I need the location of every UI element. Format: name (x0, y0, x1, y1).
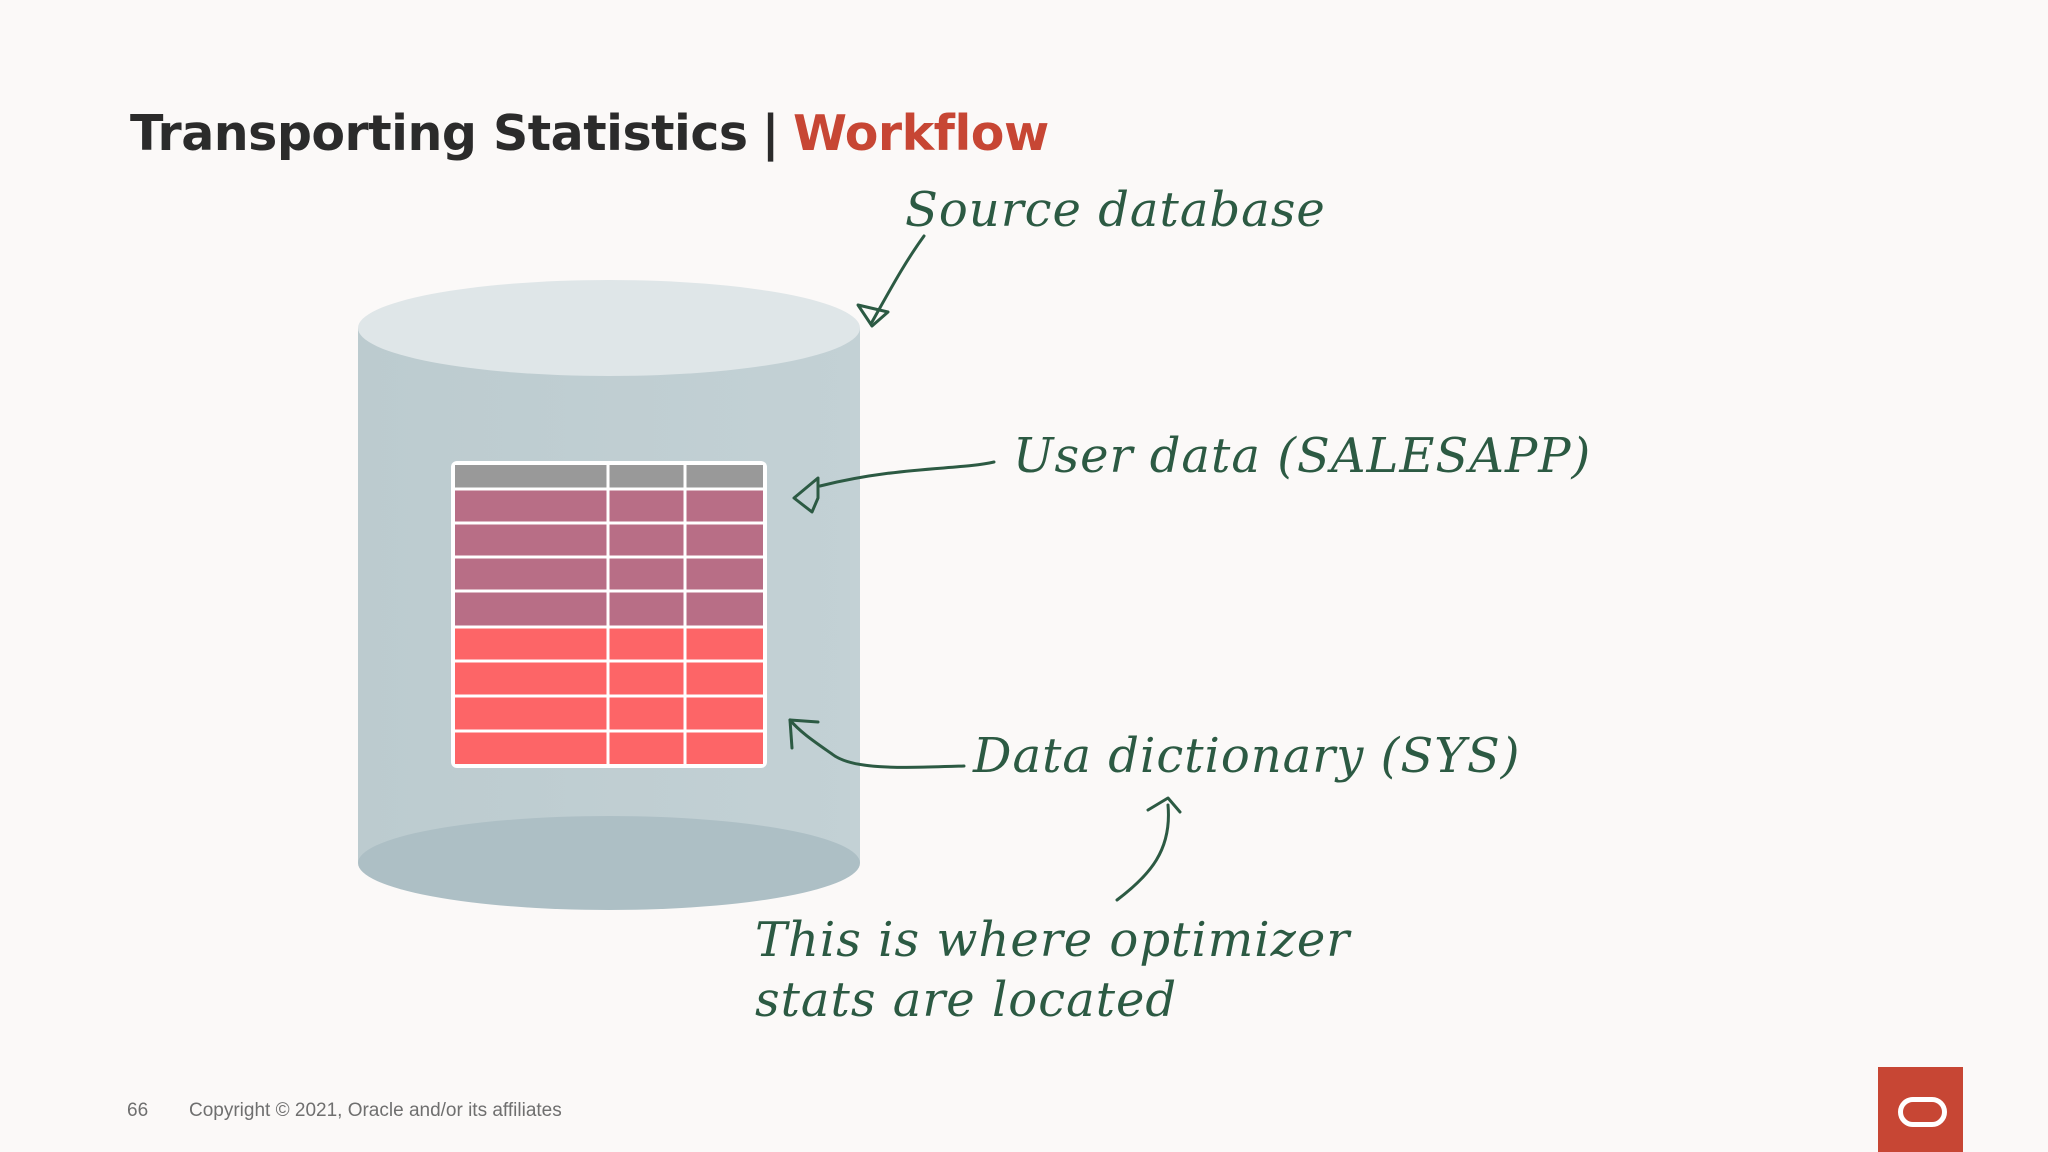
page-number: 66 (127, 1100, 149, 1121)
data-dictionary-label: Data dictionary (SYS) (973, 728, 1521, 784)
source-database-label: Source database (905, 182, 1326, 238)
oracle-logo-icon (1878, 1067, 1963, 1152)
copyright-text: Copyright © 2021, Oracle and/or its affi… (189, 1100, 562, 1121)
table-grid-lines (455, 465, 763, 764)
optimizer-note-line2: stats are located (755, 972, 1178, 1028)
cylinder-top (358, 280, 860, 376)
oracle-ring-icon (1898, 1097, 1947, 1127)
title-main: Transporting Statistics (130, 105, 748, 162)
data-table (451, 461, 767, 768)
database-cylinder (358, 280, 860, 910)
note-arrow (1115, 796, 1182, 902)
source-arrow (856, 234, 926, 328)
optimizer-note-line1: This is where optimizer (755, 912, 1351, 968)
title-separator: | (761, 105, 780, 162)
dictionary-arrow (788, 718, 966, 769)
page-title: Transporting Statistics|Workflow (130, 105, 1049, 162)
cylinder-bottom (358, 816, 860, 910)
user-data-arrow (792, 460, 996, 514)
title-accent: Workflow (792, 105, 1049, 162)
user-data-label: User data (SALESAPP) (1013, 428, 1592, 484)
